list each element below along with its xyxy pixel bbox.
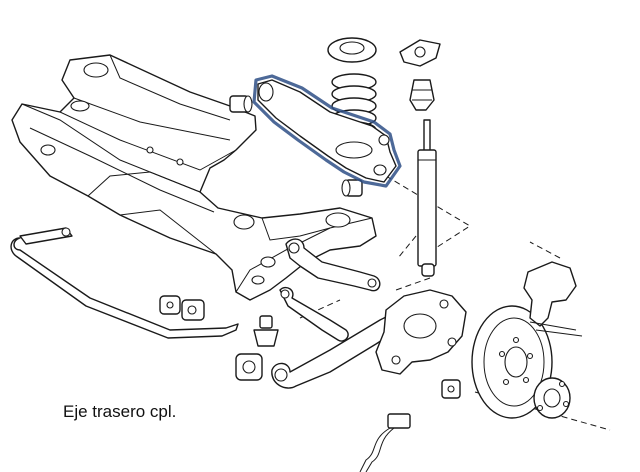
spring-top-mount bbox=[327, 37, 441, 67]
wheel-carrier bbox=[375, 289, 467, 375]
abs-sensor bbox=[359, 413, 411, 472]
lower-lateral-link bbox=[279, 286, 349, 342]
stabilizer-bushings bbox=[159, 295, 205, 321]
rear-subframe bbox=[11, 54, 377, 301]
ball-joint bbox=[253, 315, 279, 347]
stabilizer-bar bbox=[10, 227, 239, 339]
wheel-hub bbox=[533, 377, 571, 419]
spring-link-arm bbox=[252, 74, 402, 188]
diagram-caption: Eje trasero cpl. bbox=[60, 399, 223, 425]
bump-stop bbox=[409, 79, 435, 111]
dust-shield bbox=[523, 261, 583, 337]
upper-control-arm bbox=[285, 238, 381, 292]
rubber-bushings bbox=[229, 95, 461, 399]
brake-disc bbox=[471, 305, 553, 419]
shock-absorber bbox=[417, 119, 437, 277]
